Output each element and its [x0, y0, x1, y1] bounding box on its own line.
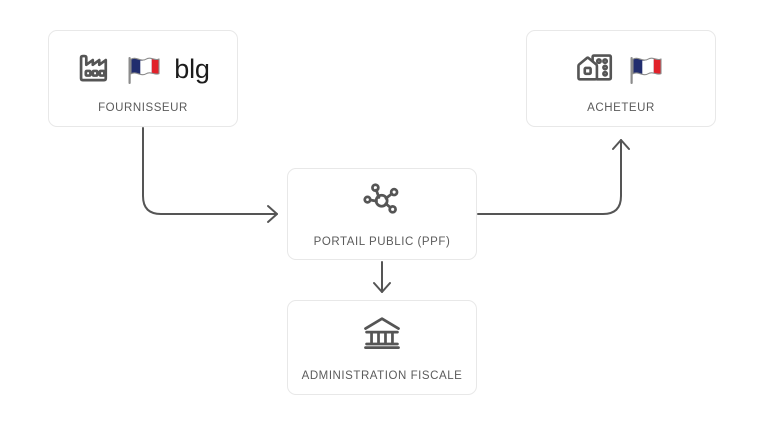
node-admin[interactable]: ADMINISTRATION FISCALE — [287, 300, 477, 395]
node-acheteur-icons — [527, 31, 715, 102]
network-hub-icon — [360, 178, 404, 227]
node-ppf-label: PORTAIL PUBLIC (PPF) — [313, 236, 451, 248]
french-flag-icon — [124, 50, 164, 90]
factory-icon — [76, 48, 114, 91]
node-fournisseur-icons: blg — [49, 31, 237, 102]
node-fournisseur[interactable]: blg FOURNISSEUR — [48, 30, 238, 127]
node-admin-icons — [288, 301, 476, 370]
connector-ppf-to-acheteur-line — [477, 139, 622, 215]
node-ppf-icons — [288, 169, 476, 236]
node-acheteur-label: ACHETEUR — [587, 102, 655, 114]
node-ppf[interactable]: PORTAIL PUBLIC (PPF) — [287, 168, 477, 260]
bank-institution-icon — [360, 311, 404, 360]
node-fournisseur-label: FOURNISSEUR — [98, 102, 188, 114]
node-admin-label: ADMINISTRATION FISCALE — [301, 370, 463, 382]
buildings-icon — [576, 47, 616, 92]
connector-ppf-to-admin-arrowhead — [373, 282, 391, 293]
brand-text-blg: blg — [174, 54, 210, 84]
connector-fournisseur-to-ppf-line — [142, 127, 278, 215]
node-acheteur[interactable]: ACHETEUR — [526, 30, 716, 127]
connector-ppf-to-acheteur-arrowhead — [612, 139, 630, 150]
french-flag-icon — [626, 50, 666, 90]
connector-fournisseur-to-ppf-arrowhead — [267, 205, 278, 223]
